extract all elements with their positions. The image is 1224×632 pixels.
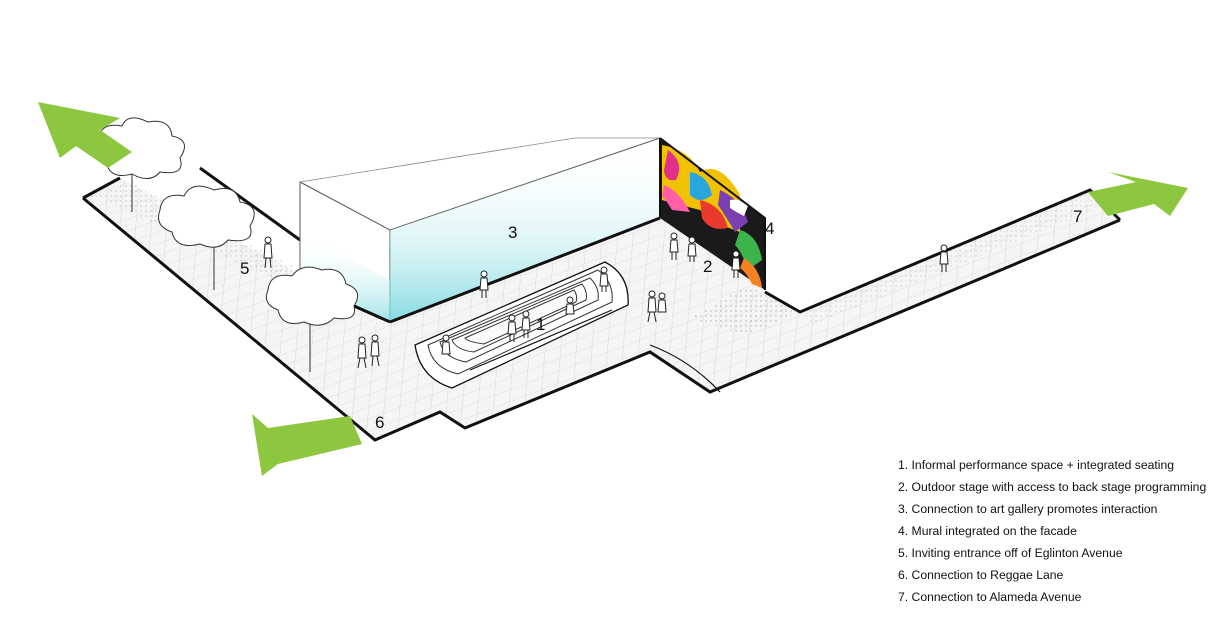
person bbox=[357, 336, 367, 369]
person bbox=[263, 236, 273, 269]
gallery-building bbox=[299, 137, 661, 325]
person bbox=[687, 236, 697, 262]
legend-item: 7. Connection to Alameda Avenue bbox=[898, 590, 1082, 604]
legend: 1. Informal performance space + integrat… bbox=[898, 454, 1206, 608]
street-trees bbox=[94, 117, 359, 372]
person bbox=[939, 244, 949, 272]
connection-arrows bbox=[38, 102, 1188, 476]
legend-item: 6. Connection to Reggae Lane bbox=[898, 568, 1064, 582]
arrow-southwest bbox=[252, 414, 362, 476]
person bbox=[521, 310, 531, 338]
label-3: 3 bbox=[508, 223, 517, 242]
legend-item: 2. Outdoor stage with access to back sta… bbox=[898, 480, 1207, 494]
person bbox=[479, 270, 489, 298]
label-7: 7 bbox=[1073, 207, 1082, 226]
label-2: 2 bbox=[703, 257, 712, 276]
tree-2 bbox=[158, 185, 255, 290]
tree-1 bbox=[94, 117, 185, 212]
label-5: 5 bbox=[240, 259, 249, 278]
label-6: 6 bbox=[375, 413, 384, 432]
legend-item: 4. Mural integrated on the facade bbox=[898, 524, 1077, 538]
person bbox=[370, 334, 380, 367]
legend-item: 5. Inviting entrance off of Eglinton Ave… bbox=[898, 546, 1123, 560]
site-number-labels: 1 2 3 4 5 6 7 bbox=[240, 207, 1082, 432]
performance-space bbox=[414, 261, 629, 389]
label-4: 4 bbox=[765, 219, 774, 238]
person bbox=[647, 290, 657, 323]
arrow-east bbox=[1088, 172, 1188, 216]
label-1: 1 bbox=[536, 315, 545, 334]
person bbox=[599, 266, 609, 292]
legend-item: 1. Informal performance space + integrat… bbox=[898, 458, 1175, 472]
person bbox=[731, 250, 741, 278]
person bbox=[441, 334, 451, 355]
person bbox=[669, 232, 679, 260]
person bbox=[657, 292, 667, 313]
arrow-northwest bbox=[38, 102, 132, 168]
person bbox=[565, 296, 575, 315]
tree-3 bbox=[265, 266, 359, 372]
legend-item: 3. Connection to art gallery promotes in… bbox=[898, 502, 1158, 516]
person bbox=[507, 314, 517, 342]
people bbox=[263, 232, 949, 369]
